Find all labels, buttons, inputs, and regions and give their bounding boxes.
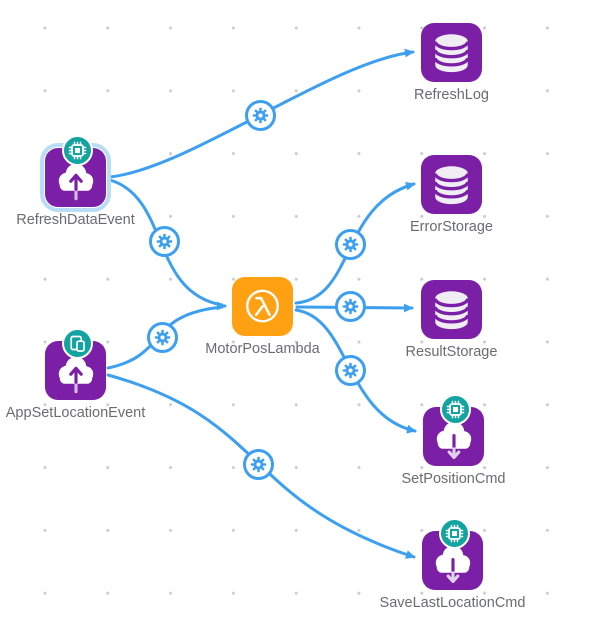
gear-icon (341, 297, 360, 316)
node-result-storage[interactable]: ResultStorage (406, 280, 497, 360)
edge-settings-gear-button[interactable] (335, 355, 366, 386)
edge-settings-gear-button[interactable] (147, 322, 178, 353)
chip-badge-icon (440, 394, 471, 425)
lambda-icon (232, 277, 293, 336)
node-label: SaveLastLocationCmd (379, 595, 526, 611)
gear-icon (153, 328, 172, 347)
edge-settings-gear-button[interactable] (335, 291, 366, 322)
node-label: RefreshDataEvent (16, 212, 135, 228)
node-label: AppSetLocationEvent (5, 405, 146, 421)
gear-icon (249, 455, 268, 474)
chip-badge-icon (62, 135, 93, 166)
edge-settings-gear-button[interactable] (243, 449, 274, 480)
node-set-position-cmd[interactable]: SetPositionCmd (402, 394, 505, 487)
node-label: ResultStorage (405, 344, 498, 360)
edge-settings-gear-button[interactable] (245, 100, 276, 131)
node-refresh-data-event[interactable]: RefreshDataEvent (16, 135, 135, 228)
gear-icon (155, 232, 174, 251)
database-icon (421, 23, 482, 82)
node-label: RefreshLog (414, 87, 489, 103)
devices-badge-icon (62, 328, 93, 359)
node-label: SetPositionCmd (401, 471, 506, 487)
node-motor-pos-lambda[interactable]: MotorPosLambda (205, 277, 320, 357)
chip-badge-icon (439, 518, 470, 549)
node-error-storage[interactable]: ErrorStorage (410, 155, 493, 235)
gear-icon (341, 235, 360, 254)
gear-icon (341, 361, 360, 380)
database-icon (421, 280, 482, 339)
edge-settings-gear-button[interactable] (335, 229, 366, 260)
gear-icon (251, 106, 270, 125)
database-icon (421, 155, 482, 214)
node-app-set-location-event[interactable]: AppSetLocationEvent (6, 328, 145, 421)
node-save-last-location-cmd[interactable]: SaveLastLocationCmd (380, 518, 525, 611)
edge-settings-gear-button[interactable] (149, 226, 180, 257)
node-refresh-log[interactable]: RefreshLog (414, 23, 489, 103)
node-label: ErrorStorage (409, 219, 494, 235)
node-label: MotorPosLambda (205, 341, 320, 357)
